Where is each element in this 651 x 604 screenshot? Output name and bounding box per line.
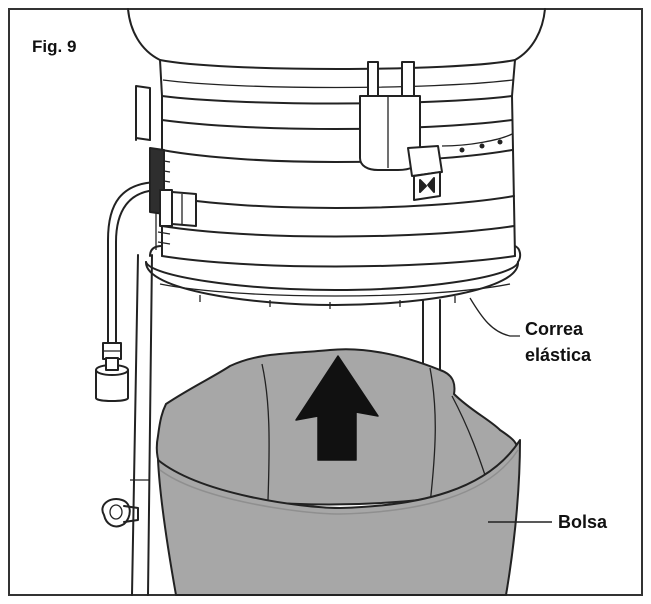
cylinder-body [135, 85, 516, 268]
bottom-rim [144, 245, 522, 309]
latch-mechanism [407, 133, 513, 201]
bag-label: Bolsa [558, 512, 608, 532]
strap-leader-line [469, 297, 520, 337]
latch-clips [359, 61, 421, 171]
funnel-top [127, 8, 546, 105]
bag-front [157, 439, 521, 596]
strap-label-line1: Correa [525, 319, 584, 339]
adjustment-knob [101, 498, 139, 528]
arrow-up-icon [295, 355, 379, 461]
hose [95, 181, 161, 402]
strap-label-line2: elástica [525, 345, 592, 365]
figure-label: Fig. 9 [32, 37, 76, 56]
